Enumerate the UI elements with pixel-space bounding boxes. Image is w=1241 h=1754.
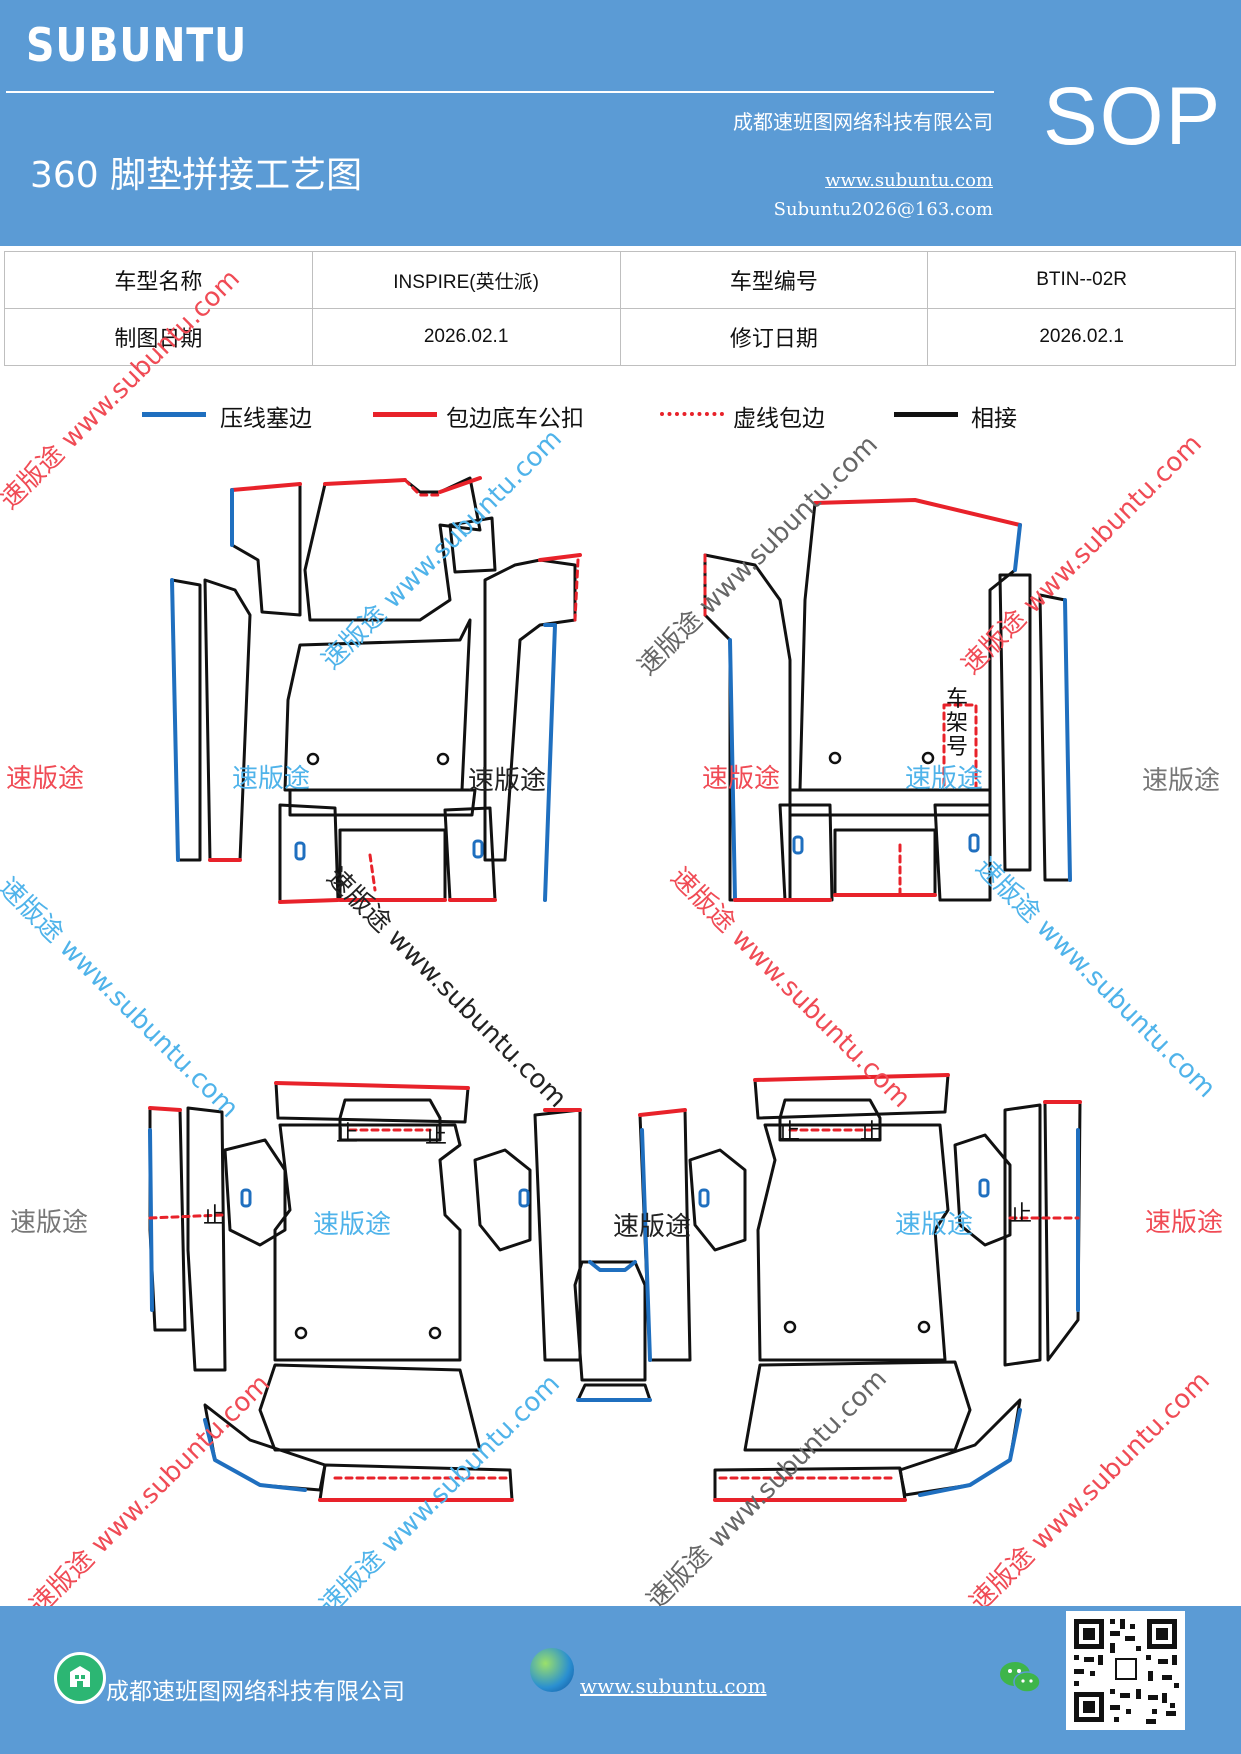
- label-draw-date: 制图日期: [4, 308, 313, 366]
- value-model-code: BTIN--02R: [927, 251, 1236, 309]
- footer-website-link[interactable]: www.subuntu.com: [580, 1674, 767, 1698]
- mat-center-tunnel: [573, 1260, 652, 1402]
- vehicle-info-table: 车型名称 INSPIRE(英仕派) 车型编号 BTIN--02R 制图日期 20…: [4, 251, 1236, 366]
- building-icon: [54, 1652, 106, 1704]
- stop-mark: 止: [778, 1120, 801, 1145]
- watermark-text: 速版途: [10, 1208, 89, 1238]
- label-model-code: 车型编号: [619, 251, 929, 309]
- legend-swatch-red: [373, 412, 437, 417]
- table-row: 制图日期 2026.02.1 修订日期 2026.02.1: [4, 308, 1236, 366]
- table-row: 车型名称 INSPIRE(英仕派) 车型编号 BTIN--02R: [4, 251, 1236, 309]
- legend-swatch-dashed: [660, 412, 724, 416]
- legend-label: 压线塞边: [220, 406, 312, 432]
- watermark-text: 速版途: [468, 766, 547, 796]
- value-revise-date: 2026.02.1: [927, 308, 1236, 366]
- legend-label: 包边底车公扣: [446, 406, 584, 432]
- header-website-link[interactable]: www.subuntu.com: [825, 170, 993, 191]
- watermark-text: 速版途: [905, 764, 984, 794]
- mat-set-top-right: [703, 498, 1072, 902]
- wechat-icon[interactable]: [998, 1658, 1042, 1698]
- watermark-text: 速版途: [6, 764, 85, 794]
- stop-mark: 止: [1010, 1202, 1033, 1227]
- header-banner: SUBUNTU SOP 360 脚垫拼接工艺图 成都速班图网络科技有限公司 ww…: [0, 0, 1241, 246]
- qr-code-icon: [1066, 1611, 1185, 1730]
- legend-swatch-blue: [142, 412, 206, 417]
- watermark-text: 速版途: [702, 764, 781, 794]
- value-model-name: INSPIRE(英仕派): [311, 251, 621, 309]
- watermark-text: 速版途: [895, 1210, 974, 1240]
- watermark-text: 速版途: [1142, 766, 1221, 796]
- value-draw-date: 2026.02.1: [311, 308, 621, 366]
- label-model-name: 车型名称: [4, 251, 313, 309]
- sop-badge: SOP: [1043, 71, 1223, 162]
- stop-mark: 止: [203, 1204, 226, 1229]
- header-company: 成都速班图网络科技有限公司: [733, 110, 993, 134]
- frame-number-label: 车架号: [946, 687, 969, 760]
- watermark-text: 速版途: [1145, 1208, 1224, 1238]
- page-title: 360 脚垫拼接工艺图: [30, 155, 363, 196]
- watermark-text: 速版途: [232, 764, 311, 794]
- header-email: Subuntu2026@163.com: [773, 199, 993, 220]
- stop-mark: 止: [860, 1120, 883, 1145]
- stop-mark: 止: [425, 1124, 448, 1149]
- mat-set-top-left: [170, 476, 582, 904]
- legend-label: 虚线包边: [733, 406, 825, 432]
- footer-bar: 成都速班图网络科技有限公司 www.subuntu.com: [0, 1606, 1241, 1754]
- watermark-text: 速版途: [613, 1212, 692, 1242]
- globe-icon: [530, 1648, 574, 1692]
- header-divider: [6, 91, 994, 93]
- mat-set-bottom-right: [638, 1073, 1082, 1502]
- mat-set-bottom-left: [148, 1081, 582, 1502]
- watermark-text: 速版途: [313, 1210, 392, 1240]
- legend-label: 相接: [971, 406, 1017, 432]
- stop-mark: 止: [336, 1122, 359, 1147]
- footer-company: 成都速班图网络科技有限公司: [106, 1679, 405, 1705]
- brand-logo: SUBUNTU: [26, 18, 248, 72]
- legend-swatch-black: [894, 412, 958, 417]
- label-revise-date: 修订日期: [619, 308, 929, 366]
